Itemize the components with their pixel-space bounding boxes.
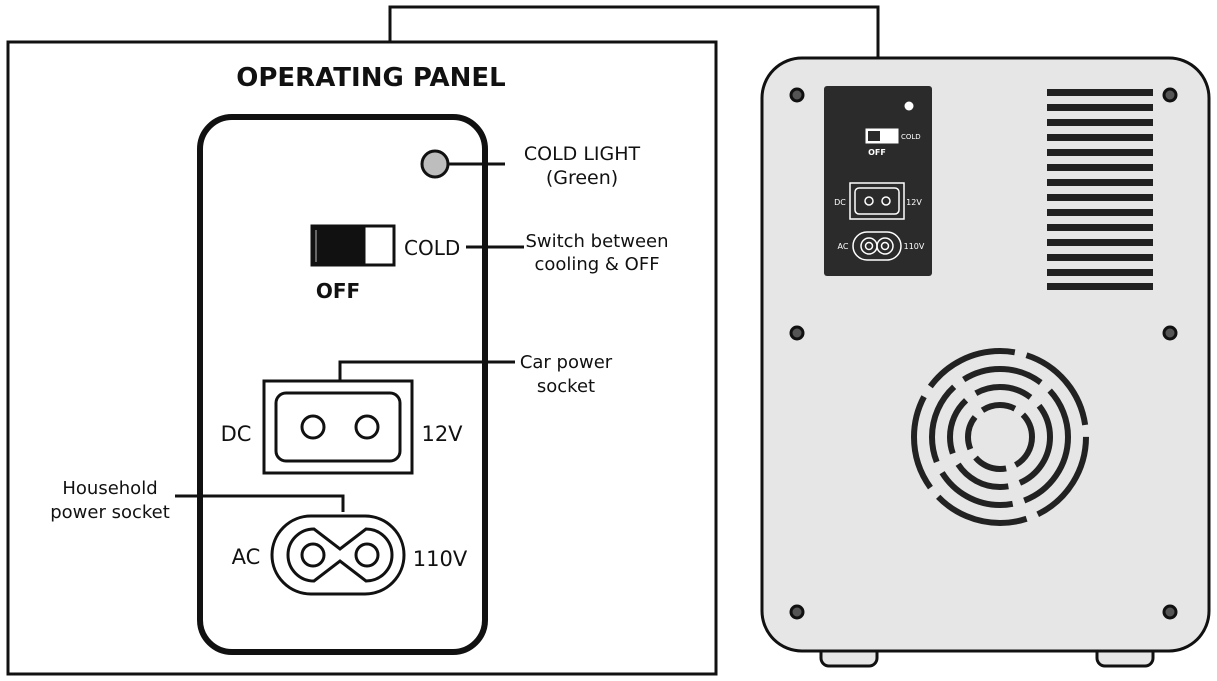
dc-socket-icon — [262, 379, 414, 475]
switch-desc-line2: cooling & OFF — [534, 254, 659, 275]
device-switch-icon — [865, 128, 899, 144]
switch-desc-line1: Switch between — [525, 231, 668, 252]
fan-grille-icon — [911, 348, 1089, 526]
screw-icon — [1162, 87, 1178, 103]
panel-title: OPERATING PANEL — [236, 63, 505, 93]
dc-voltage-label: 12V — [421, 422, 463, 446]
device-led-icon — [904, 101, 914, 111]
switch-off-label: OFF — [316, 279, 360, 303]
household-label-line1: Household — [62, 478, 157, 499]
car-socket-label-line1: Car power — [520, 352, 613, 373]
screw-icon — [1162, 604, 1178, 620]
connector-line — [388, 5, 880, 80]
device-ac-label: AC — [838, 242, 849, 251]
vent-grille-icon — [1047, 89, 1153, 290]
ac-socket-icon — [270, 514, 406, 596]
household-label-line2: power socket — [50, 502, 170, 523]
device-ac-socket-icon — [852, 231, 902, 261]
screw-icon — [789, 325, 805, 341]
car-socket-leader — [338, 360, 515, 380]
ac-label: AC — [232, 545, 261, 569]
device-switch-cold-label: COLD — [901, 133, 921, 141]
device-dc-label: DC — [834, 198, 846, 207]
car-socket-label-line2: socket — [537, 376, 595, 397]
device-ac-voltage-label: 110V — [904, 242, 925, 251]
device-dc-socket-icon — [849, 182, 905, 220]
device-dc-voltage-label: 12V — [906, 198, 922, 207]
cold-light-label: COLD LIGHT — [524, 143, 641, 165]
power-switch-icon — [310, 224, 396, 267]
ac-voltage-label: 110V — [413, 547, 468, 571]
dc-label: DC — [221, 422, 252, 446]
cold-light-led-icon — [420, 149, 450, 179]
household-socket-leader — [175, 494, 345, 512]
screw-icon — [1162, 325, 1178, 341]
device-control-panel — [824, 86, 932, 276]
screw-icon — [789, 87, 805, 103]
device-switch-off-label: OFF — [868, 148, 886, 157]
cold-light-color-label: (Green) — [546, 167, 618, 189]
screw-icon — [789, 604, 805, 620]
switch-cold-label: COLD — [404, 236, 460, 260]
screws — [789, 87, 1178, 620]
